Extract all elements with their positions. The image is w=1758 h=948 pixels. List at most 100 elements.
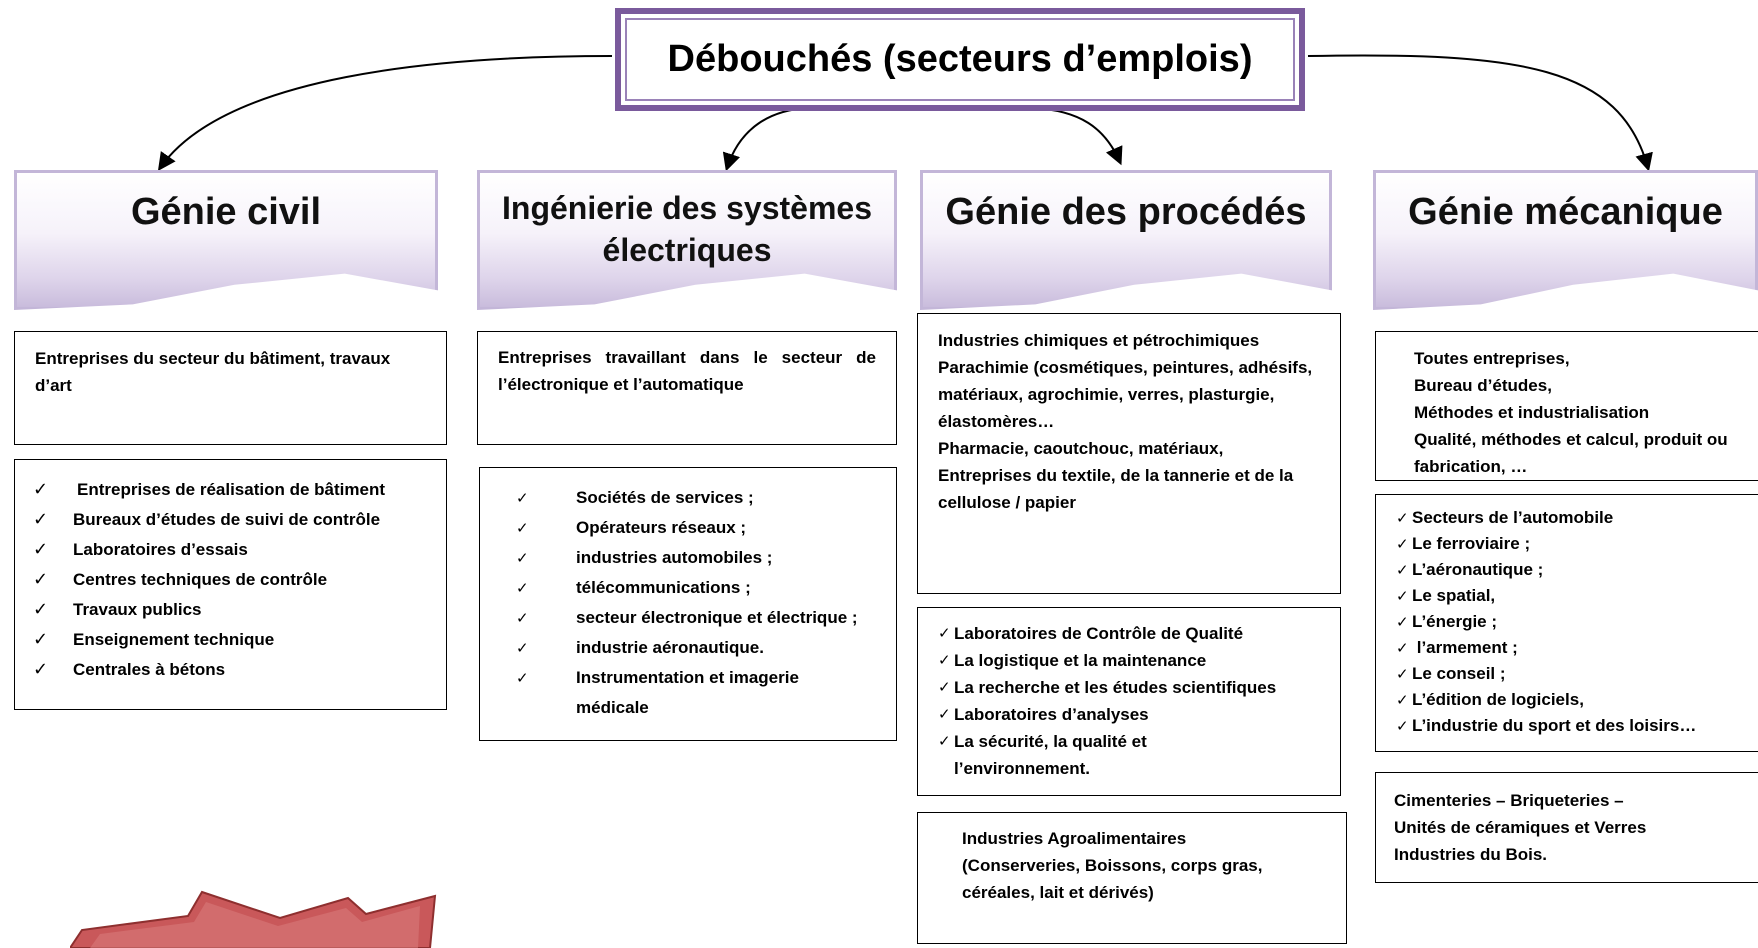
list-item-text: L’industrie du sport et des loisirs… xyxy=(1412,716,1697,735)
list-item: ✓ industries automobiles ; xyxy=(490,543,890,573)
list-item-text: Enseignement technique xyxy=(73,630,275,649)
starburst-shape xyxy=(70,890,437,948)
list-item: ✓ secteur électronique et électrique ; xyxy=(490,603,890,633)
list-item: ✓Le spatial, xyxy=(1396,583,1754,609)
check-icon: ✓ xyxy=(938,624,951,642)
extra-text: (Conserveries, Boissons, corps gras, cér… xyxy=(962,856,1263,902)
check-icon: ✓ xyxy=(1396,665,1409,683)
check-icon: ✓ xyxy=(516,579,529,597)
check-icon: ✓ xyxy=(33,569,49,590)
list-item-text: l’armement ; xyxy=(1412,638,1518,657)
check-icon: ✓ xyxy=(1396,587,1409,605)
page-title: Débouchés (secteurs d’emplois) xyxy=(615,8,1305,111)
checklist-box-ingenierie-electrique: ✓ Sociétés de services ; ✓Opérateurs rése… xyxy=(479,467,897,741)
description-text: Toutes entreprises, xyxy=(1414,349,1570,368)
list-item-text: Travaux publics xyxy=(73,600,202,619)
list-item-text: Instrumentation et imagerie médicale xyxy=(576,668,799,717)
list-item-text: L’édition de logiciels, xyxy=(1412,690,1584,709)
check-icon: ✓ xyxy=(516,489,529,507)
description-text: Entreprises travaillant dans le secteur … xyxy=(498,348,876,394)
list-item: ✓Opérateurs réseaux ; xyxy=(490,513,890,543)
list-item-text: Laboratoires de Contrôle de Qualité xyxy=(954,624,1244,643)
list-item: ✓Laboratoires d’essais xyxy=(27,535,440,565)
check-icon: ✓ xyxy=(516,669,529,687)
list-item: ✓La logistique et la maintenance xyxy=(938,647,1332,674)
list-item-text: télécommunications ; xyxy=(576,578,751,597)
list-item: ✓Le ferroviaire ; xyxy=(1396,531,1754,557)
list-item: ✓ Centres techniques de contrôle xyxy=(27,565,440,595)
check-icon: ✓ xyxy=(33,599,49,620)
banner-title: Génie civil xyxy=(130,191,322,233)
check-icon: ✓ xyxy=(516,549,529,567)
extra-text: Industries du Bois. xyxy=(1394,845,1548,864)
list-item: ✓industrie aéronautique. xyxy=(490,633,890,663)
arrow-to-ingenierie-electrique xyxy=(722,107,809,172)
banner-genie-civil: Génie civil xyxy=(14,170,438,310)
list-item-text: industries automobiles ; xyxy=(576,548,773,567)
banner-genie-mecanique: Génie mécanique xyxy=(1373,170,1758,310)
list-item: ✓Laboratoires d’analyses xyxy=(938,701,1332,728)
list-item: ✓L’édition de logiciels, xyxy=(1396,687,1754,713)
list-item: ✓Centrales à bétons xyxy=(27,655,440,685)
check-icon: ✓ xyxy=(1396,561,1409,579)
list-item: ✓ Bureaux d’études de suivi de contrôle xyxy=(27,505,440,535)
checklist-box-genie-civil: ✓Entreprises de réalisation de bâtiment … xyxy=(14,459,447,710)
title-text: Débouchés (secteurs d’emplois) xyxy=(667,38,1253,80)
list-item-text: La logistique et la maintenance xyxy=(954,651,1207,670)
description-box-genie-mecanique: Toutes entreprises, Bureau d’études, Mét… xyxy=(1375,331,1758,481)
list-item-text: Sociétés de services ; xyxy=(576,488,754,507)
check-icon: ✓ xyxy=(938,678,951,696)
list-item-text: Entreprises de réalisation de bâtiment xyxy=(77,480,385,499)
description-text: Entreprises du secteur du bâtiment, trav… xyxy=(35,349,391,395)
checklist-box-genie-mecanique: ✓Secteurs de l’automobile ✓Le ferroviair… xyxy=(1375,494,1758,752)
banner-title: Génie mécanique xyxy=(1408,191,1723,233)
list-item-text: Bureaux d’études de suivi de contrôle xyxy=(73,510,381,529)
description-box-genie-civil: Entreprises du secteur du bâtiment, trav… xyxy=(14,331,447,445)
list-item-text: Le spatial, xyxy=(1412,586,1496,605)
check-icon: ✓ xyxy=(33,629,49,650)
list-item: ✓Le conseil ; xyxy=(1396,661,1754,687)
check-icon: ✓ xyxy=(1396,639,1409,657)
checklist-box-genie-procedes: ✓Laboratoires de Contrôle de Qualité ✓La… xyxy=(917,607,1341,796)
list-item-text: Centrales à bétons xyxy=(73,660,226,679)
extra-text: Cimenteries – Briqueteries – xyxy=(1394,791,1624,810)
description-text: Industries chimiques et pétrochimiques xyxy=(938,331,1260,350)
check-icon: ✓ xyxy=(1396,535,1409,553)
check-icon: ✓ xyxy=(33,539,49,560)
arrow-to-genie-mecanique xyxy=(1307,54,1653,172)
arrow-to-genie-procedes xyxy=(1031,107,1123,166)
description-text: Parachimie (cosmétiques, peintures, adhé… xyxy=(938,358,1313,431)
arrow-to-genie-civil xyxy=(157,55,613,171)
list-item: ✓La recherche et les études scientifique… xyxy=(938,674,1332,701)
list-item: ✓ Sociétés de services ; xyxy=(490,483,890,513)
banner-title-line: électriques xyxy=(602,232,772,268)
check-icon: ✓ xyxy=(1396,509,1409,527)
check-icon: ✓ xyxy=(1396,613,1409,631)
description-box-ingenierie-electrique: Entreprises travaillant dans le secteur … xyxy=(477,331,897,445)
list-item: ✓ télécommunications ; xyxy=(490,573,890,603)
list-item-text: L’énergie ; xyxy=(1412,612,1498,631)
list-item: ✓Laboratoires de Contrôle de Qualité xyxy=(938,620,1332,647)
list-item: ✓La sécurité, la qualité et l’environnem… xyxy=(938,728,1332,782)
list-item-text: secteur électronique et électrique ; xyxy=(576,608,858,627)
check-icon: ✓ xyxy=(33,509,49,530)
banner-title-line: Ingénierie des systèmes xyxy=(502,190,872,226)
list-item: ✓L’énergie ; xyxy=(1396,609,1754,635)
list-item: ✓ l’armement ; xyxy=(1396,635,1754,661)
list-item: ✓ Travaux publics xyxy=(27,595,440,625)
check-icon: ✓ xyxy=(1396,717,1409,735)
check-icon: ✓ xyxy=(938,651,951,669)
banner-ingenierie-electrique: Ingénierie des systèmes électriques xyxy=(477,170,897,310)
list-item: ✓L’industrie du sport et des loisirs… xyxy=(1396,713,1754,739)
check-icon: ✓ xyxy=(516,609,529,627)
list-item-text: Secteurs de l’automobile xyxy=(1412,508,1614,527)
banner-title: Génie des procédés xyxy=(945,191,1307,233)
extra-text: Unités de céramiques et Verres xyxy=(1394,818,1647,837)
list-item-text: Centres techniques de contrôle xyxy=(73,570,328,589)
list-item: ✓Entreprises de réalisation de bâtiment xyxy=(27,475,440,505)
description-box-genie-procedes: Industries chimiques et pétrochimiques P… xyxy=(917,313,1341,594)
check-icon: ✓ xyxy=(516,639,529,657)
list-item: ✓ Enseignement technique xyxy=(27,625,440,655)
extra-box-genie-mecanique: Cimenteries – Briqueteries – Unités de c… xyxy=(1375,772,1758,883)
list-item-text: L’aéronautique ; xyxy=(1412,560,1544,579)
